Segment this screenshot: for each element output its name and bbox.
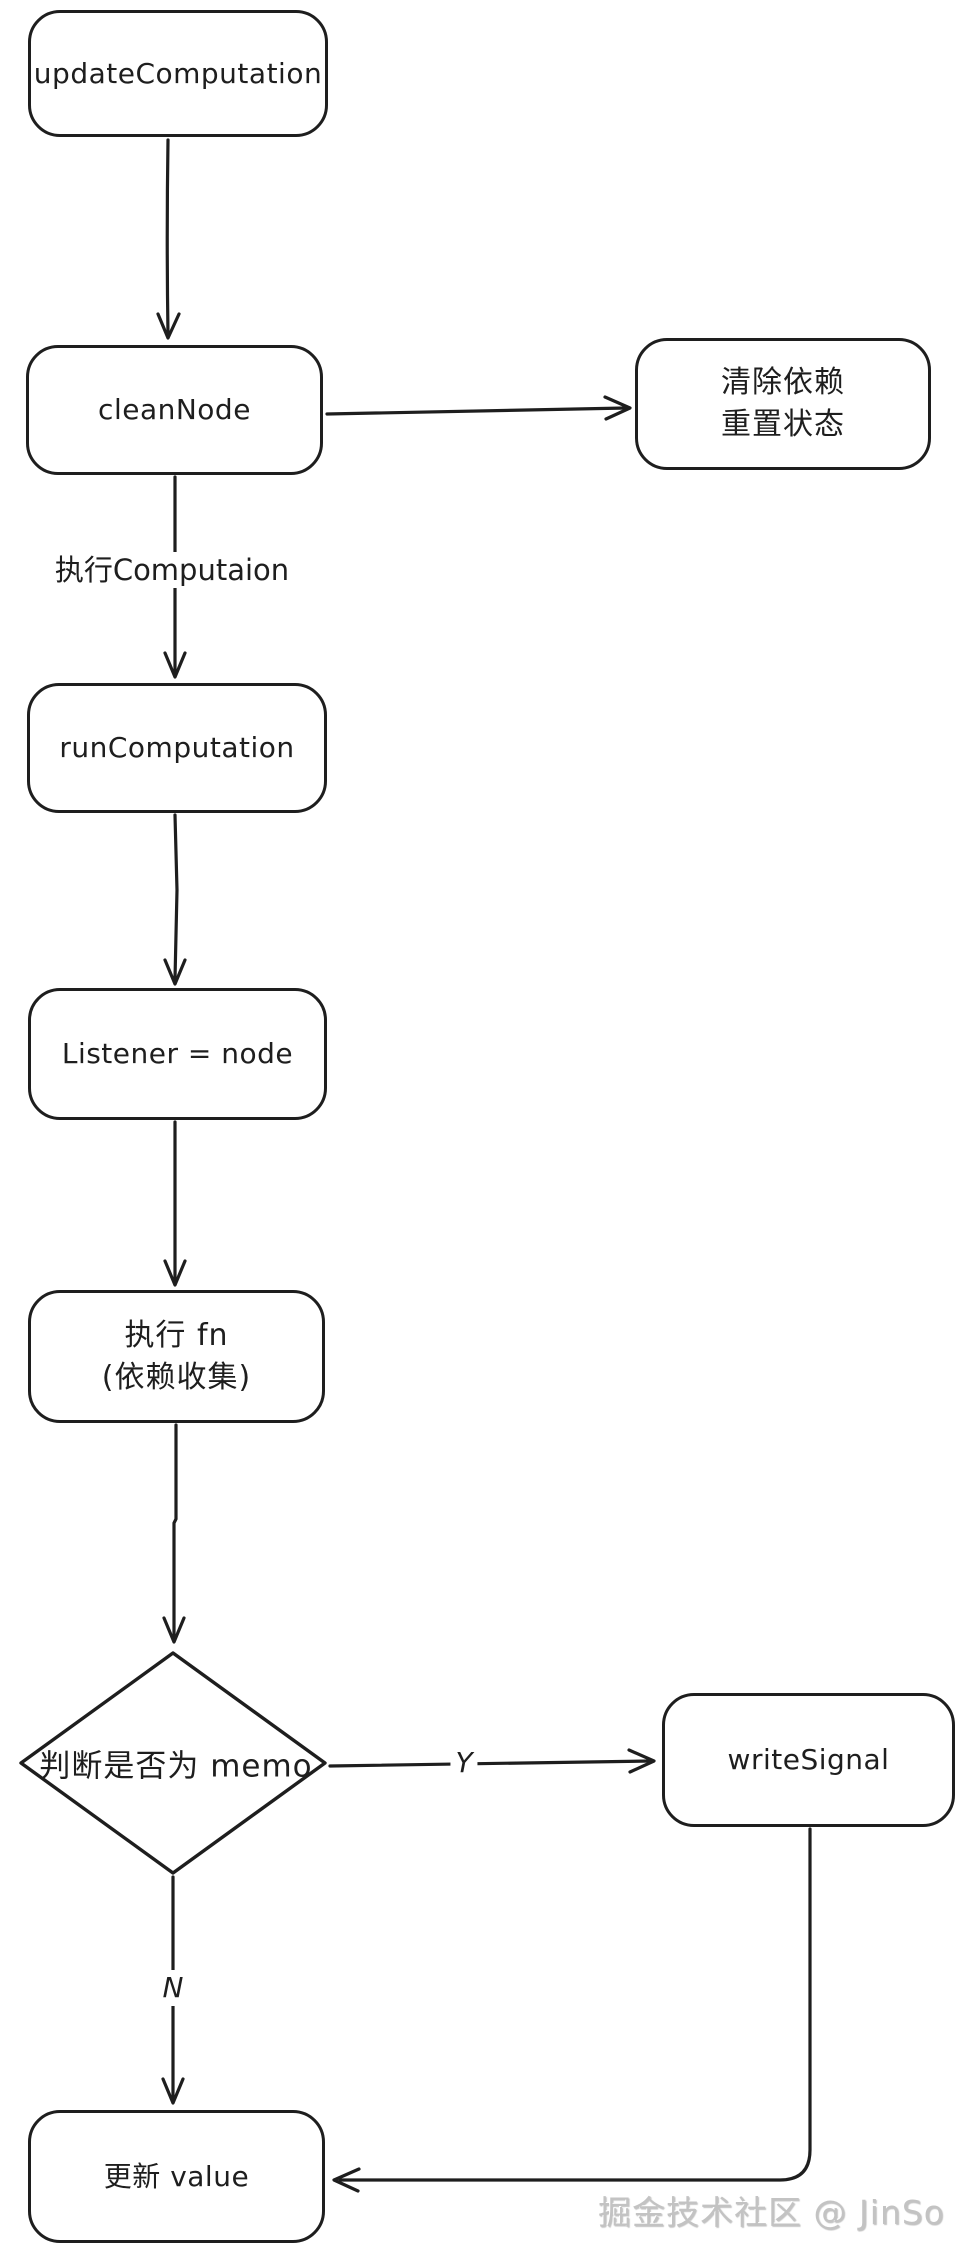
edge-label-yes: Y <box>450 1745 478 1781</box>
arrowhead-run-to-listener <box>163 958 187 986</box>
node-exec-fn: 执行 fn (依赖收集) <box>28 1290 325 1423</box>
arrowhead-clean-to-run <box>163 651 187 679</box>
diamond-shape <box>19 1651 327 1875</box>
node-update-computation-label: updateComputation <box>33 56 323 90</box>
node-write-signal: writeSignal <box>662 1693 955 1827</box>
node-write-signal-label: writeSignal <box>727 1743 890 1776</box>
node-exec-fn-line2: (依赖收集) <box>101 1359 252 1395</box>
arrow-run-to-listener <box>173 813 179 981</box>
watermark-text: 掘金技术社区 @ JinSo <box>598 2193 945 2232</box>
arrowhead-execfn-to-ismemo <box>162 1616 186 1644</box>
arrow-update-to-clean <box>165 138 170 337</box>
node-update-computation: updateComputation <box>28 10 328 137</box>
node-update-value-label: 更新 value <box>103 2159 250 2193</box>
node-listener-node-label: Listener = node <box>61 1037 294 1070</box>
node-is-memo-label: 判断是否为 memo <box>39 1748 313 1785</box>
node-clear-deps: 清除依赖 重置状态 <box>635 338 931 470</box>
arrow-clean-to-cleardeps <box>325 406 628 416</box>
node-listener-node: Listener = node <box>28 988 327 1120</box>
node-update-value: 更新 value <box>28 2110 325 2243</box>
node-clean-node-label: cleanNode <box>98 393 251 426</box>
arrowhead-listener-to-execfn <box>163 1259 187 1287</box>
arrowhead-clean-to-cleardeps <box>603 395 632 421</box>
edge-label-exec-computation: 执行Computaion <box>46 552 298 588</box>
arrow-ismemo-to-writesignal <box>328 1759 652 1768</box>
arrowhead-writesignal-to-updatevalue <box>332 2167 361 2193</box>
node-clear-deps-line2: 重置状态 <box>721 407 845 442</box>
edge-label-no: N <box>157 1970 189 2006</box>
arrowhead-ismemo-to-updatevalue <box>161 2077 185 2105</box>
arrowhead-ismemo-to-writesignal <box>627 1748 656 1774</box>
node-clear-deps-line1: 清除依赖 <box>721 365 845 400</box>
node-run-computation: runComputation <box>27 683 327 813</box>
node-clean-node: cleanNode <box>26 345 323 475</box>
arrow-writesignal-to-updatevalue <box>338 1827 812 2182</box>
arrow-execfn-to-ismemo <box>172 1423 178 1639</box>
node-exec-fn-line1: 执行 fn <box>124 1317 229 1353</box>
arrowhead-update-to-clean <box>156 312 181 340</box>
node-run-computation-label: runComputation <box>59 731 295 764</box>
